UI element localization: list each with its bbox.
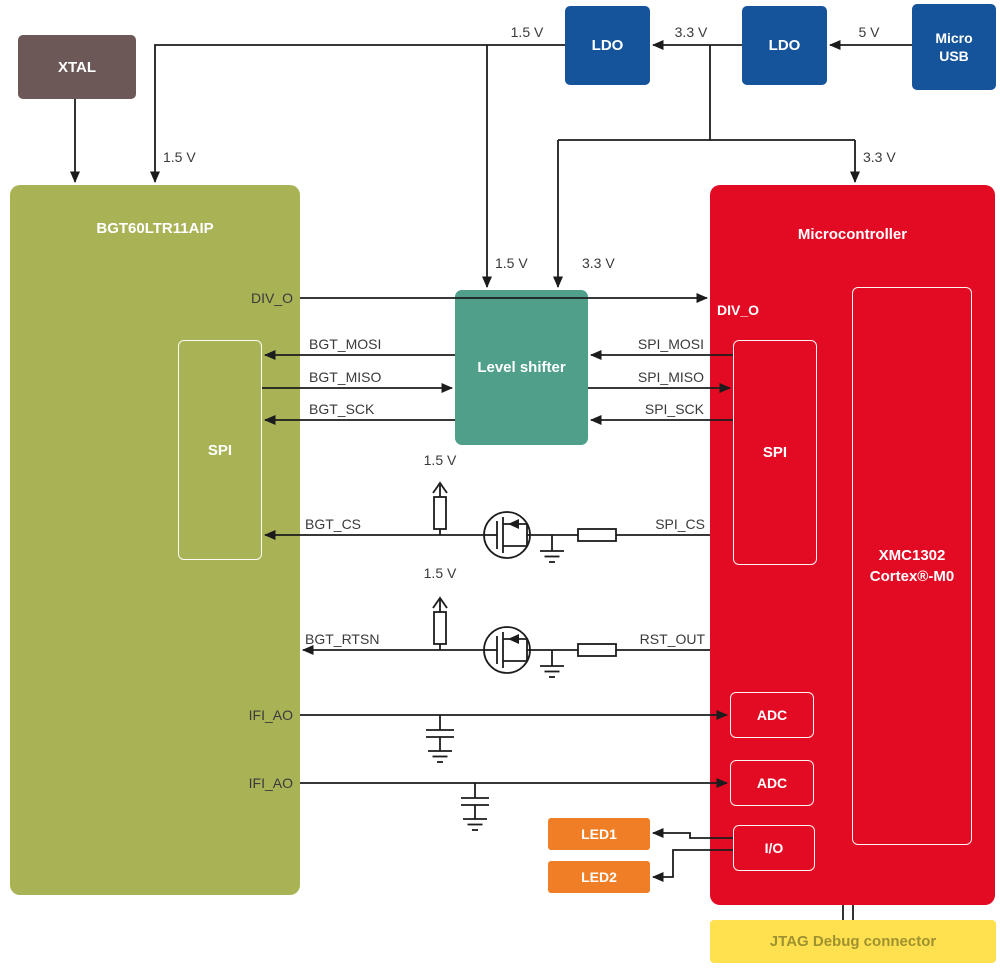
signal-label-bgt-cs: BGT_CS	[305, 516, 362, 532]
ground-symbol	[540, 535, 564, 563]
nmos-transistor-symbol	[483, 626, 531, 674]
ifi-filter-1	[426, 715, 454, 763]
bgt-spi-label: SPI	[207, 441, 233, 459]
voltage-label-5v: 5 V	[858, 24, 880, 40]
signal-label-spi-miso: SPI_MISO	[637, 369, 704, 385]
voltage-label-3v3-ldo: 3.3 V	[674, 24, 708, 40]
led2-block: LED2	[548, 861, 650, 893]
adc2-label: ADC	[756, 775, 788, 791]
bgt-title: BGT60LTR11AIP	[96, 220, 214, 237]
adc1-box: ADC	[730, 692, 814, 738]
signal-label-bgt-mosi: BGT_MOSI	[309, 336, 382, 352]
bgt60ltr11aip-block: BGT60LTR11AIP SPI	[10, 185, 300, 895]
mcu-spi-box: SPI	[733, 340, 817, 565]
led2-label: LED2	[581, 869, 617, 885]
led1-label: LED1	[581, 826, 617, 842]
xmc1302-core-box: XMC1302 Cortex®-M0	[852, 287, 972, 845]
level-shifter-block: Level shifter	[455, 290, 588, 445]
signal-label-spi-mosi: SPI_MOSI	[637, 336, 704, 352]
signal-label-spi-sck: SPI_SCK	[644, 401, 704, 417]
mcu-spi-label: SPI	[762, 444, 788, 461]
xtal-label: XTAL	[57, 58, 97, 76]
resistor-symbol	[577, 528, 617, 542]
signal-label-bgt-sck: BGT_SCK	[309, 401, 375, 417]
capacitor-symbol	[461, 797, 489, 806]
pin-label-ifi-ao-1: IFI_AO	[248, 707, 293, 723]
micro-usb-block: Micro USB	[912, 4, 996, 90]
micro-usb-label-line2: USB	[939, 48, 969, 64]
resistor-symbol	[577, 643, 617, 657]
voltage-label-1v5-ldo: 1.5 V	[510, 24, 544, 40]
led1-block: LED1	[548, 818, 650, 850]
signal-label-spi-cs: SPI_CS	[655, 516, 705, 532]
microcontroller-block: Microcontroller XMC1302 Cortex®-M0 SPI A…	[710, 185, 995, 905]
adc2-box: ADC	[730, 760, 814, 806]
rst-level-shift-circuit	[432, 596, 617, 678]
voltage-label-1v5-rst: 1.5 V	[423, 565, 457, 581]
resistor-symbol	[433, 611, 447, 645]
ground-symbol	[540, 650, 564, 678]
pin-label-ifi-ao-2: IFI_AO	[248, 775, 293, 791]
pin-label-div-o-mcu: DIV_O	[717, 302, 760, 318]
voltage-label-3v3-shifter: 3.3 V	[582, 255, 615, 271]
voltage-label-3v3-mcu: 3.3 V	[863, 149, 896, 165]
pin-label-div-o-bgt: DIV_O	[250, 290, 293, 306]
voltage-label-1v5-bgt: 1.5 V	[163, 149, 196, 165]
ground-symbol	[463, 818, 487, 831]
cs-level-shift-circuit	[432, 481, 617, 563]
xtal-block: XTAL	[18, 35, 136, 99]
voltage-label-1v5-cs: 1.5 V	[423, 452, 457, 468]
level-shifter-label: Level shifter	[477, 359, 566, 376]
resistor-symbol	[433, 496, 447, 530]
power-wires	[70, 40, 912, 288]
signal-label-bgt-rtsn: BGT_RTSN	[305, 631, 380, 647]
core-label-line2: Cortex®-M0	[869, 568, 955, 585]
ldo-3v3-label: LDO	[768, 37, 801, 54]
ldo-1v5-block: LDO	[565, 6, 650, 85]
nmos-transistor-symbol	[483, 511, 531, 559]
capacitor-symbol	[426, 729, 454, 738]
ifi-filter-2	[461, 783, 489, 831]
core-label-line1: XMC1302	[878, 547, 946, 564]
jtag-debug-connector-block: JTAG Debug connector	[710, 920, 996, 963]
voltage-label-1v5-shifter: 1.5 V	[495, 255, 528, 271]
mcu-title: Microcontroller	[797, 226, 908, 243]
signal-label-rst-out: RST_OUT	[639, 631, 705, 647]
micro-usb-label-line1: Micro	[935, 30, 973, 46]
ldo-1v5-label: LDO	[591, 37, 624, 54]
ground-symbol	[428, 750, 452, 763]
ldo-3v3-block: LDO	[742, 6, 827, 85]
signal-label-bgt-miso: BGT_MISO	[309, 369, 382, 385]
bgt-spi-box: SPI	[178, 340, 262, 560]
adc1-label: ADC	[756, 707, 788, 723]
signal-wires	[262, 293, 854, 920]
io-box: I/O	[733, 825, 815, 871]
io-label: I/O	[764, 840, 784, 856]
jtag-label: JTAG Debug connector	[769, 933, 937, 950]
